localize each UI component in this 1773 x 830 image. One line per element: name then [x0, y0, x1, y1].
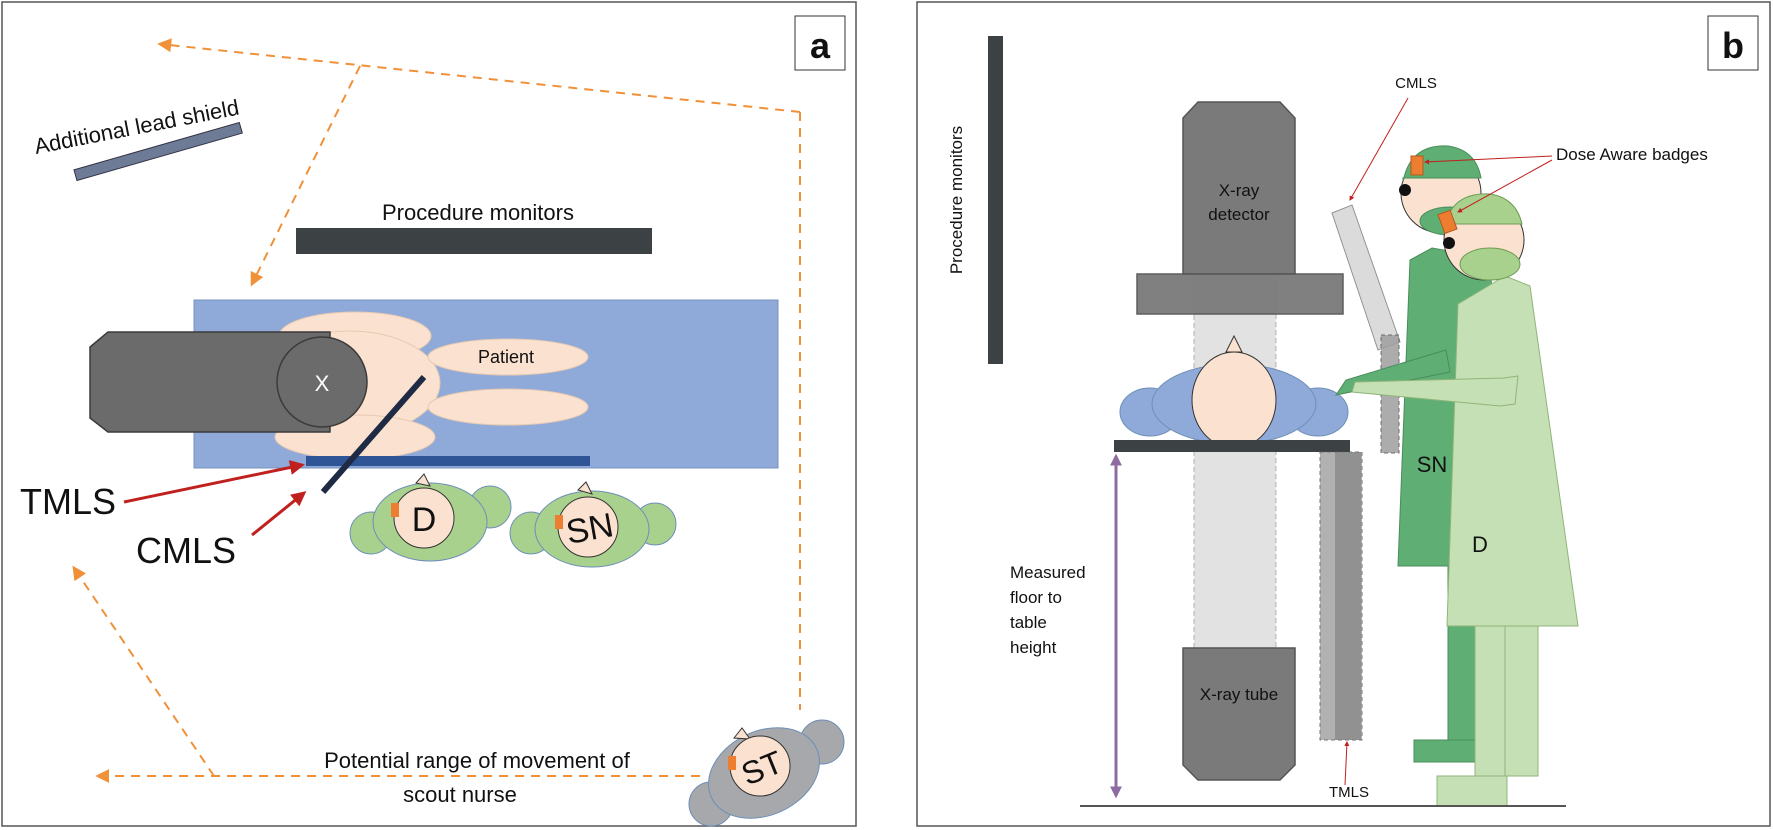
height-label-line4: height [1010, 638, 1057, 657]
cmls-arrow-b [1349, 97, 1409, 201]
panel-a: a Additional lead shield Procedure monit… [1, 1, 857, 827]
patient-label: Patient [478, 347, 534, 367]
tmls-arrow-a [123, 460, 305, 504]
height-label-line3: table [1010, 613, 1047, 632]
procedure-monitors-label-b: Procedure monitors [947, 126, 966, 274]
procedure-monitors-label-a: Procedure monitors [382, 200, 574, 225]
cmls-shield-a [320, 375, 427, 494]
height-label-line2: floor to [1010, 588, 1062, 607]
tmls-label-b: TMLS [1329, 784, 1369, 801]
panel-b: b Procedure monitors X-ray detector X-ra… [916, 1, 1771, 827]
xray-tube-label: X-ray tube [1200, 685, 1278, 704]
procedure-monitors-a [296, 228, 652, 254]
panel-a-label: a [810, 25, 831, 66]
xray-beam [1193, 275, 1277, 653]
scrub-nurse-label-b: SN [1417, 452, 1448, 477]
doctor-label-a: D [412, 501, 437, 539]
tmls-arrow-b [1344, 741, 1350, 786]
panel-b-label-box [1707, 15, 1759, 71]
xray-source-circle [276, 336, 368, 428]
staff-scrub-nurse-a: SN [509, 481, 677, 568]
height-label-line1: Measured [1010, 563, 1086, 582]
staff-scout-nurse-a: ST [688, 719, 845, 827]
xray-mark: X [315, 371, 330, 396]
operating-table-b [1114, 440, 1350, 452]
cmls-label-b: CMLS [1395, 75, 1437, 92]
cmls-label-a: CMLS [136, 530, 236, 571]
tmls-shield-a [306, 456, 590, 466]
cmls-arrow-a [251, 491, 307, 537]
panel-a-label-box [794, 15, 846, 71]
additional-lead-shield [73, 121, 243, 182]
detector-housing [1136, 273, 1344, 315]
tmls-label-a: TMLS [20, 481, 116, 522]
movement-label-line1: Potential range of movement of [324, 748, 631, 773]
scrub-nurse-label-a: SN [563, 506, 616, 552]
movement-label-line2: scout nurse [403, 782, 517, 807]
dose-badges-label: Dose Aware badges [1556, 145, 1708, 164]
detector-label-line1: X-ray [1219, 181, 1260, 200]
movement-range-lines [72, 38, 801, 783]
tmls-shield-b-layer [1335, 452, 1361, 740]
procedure-monitors-b [988, 36, 1003, 364]
staff-doctor-b: D [1351, 193, 1579, 807]
panel-b-label: b [1722, 25, 1744, 66]
patient-b [1119, 334, 1349, 449]
staff-doctor-a: D [349, 473, 512, 562]
detector-label-line2: detector [1208, 205, 1270, 224]
cmls-shield-b [1331, 204, 1401, 351]
badge-arrow-sn [1424, 155, 1553, 165]
c-arm-a [89, 331, 331, 433]
doctor-label-b: D [1472, 532, 1488, 557]
badge-arrow-d [1457, 159, 1553, 213]
xray-tube [1182, 647, 1296, 781]
